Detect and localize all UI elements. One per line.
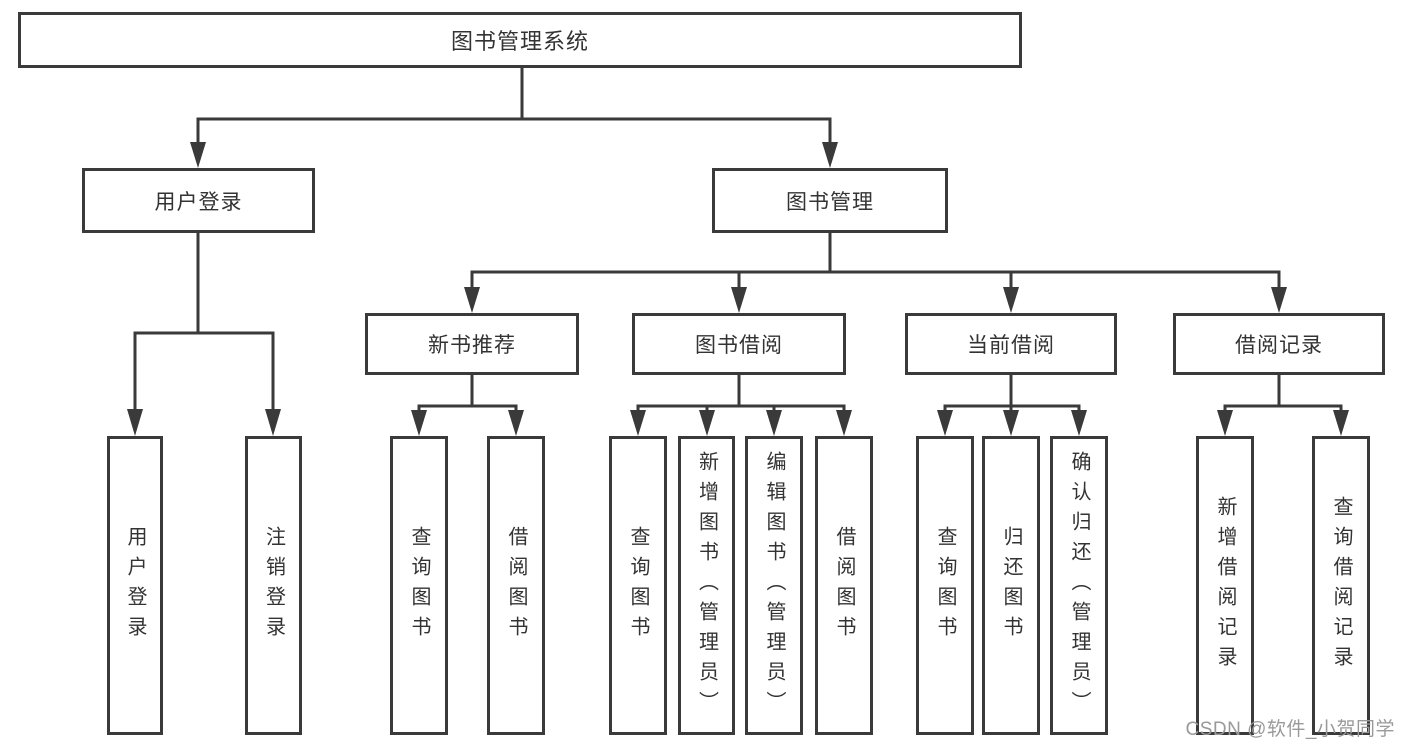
leaf-borrow-books-borrowing: 借阅图书 [815, 436, 873, 735]
leaf-user-login: 用户登录 [107, 436, 163, 735]
leaf-confirm-return-admin: 确认归还（管理员） [1050, 436, 1108, 735]
node-book-borrowing: 图书借阅 [632, 313, 846, 375]
node-new-book-recommend: 新书推荐 [365, 313, 579, 375]
leaf-logout: 注销登录 [245, 436, 302, 735]
leaf-edit-books-admin: 编辑图书（管理员） [745, 436, 803, 735]
leaf-query-books-borrowing: 查询图书 [609, 436, 667, 735]
leaf-query-borrow-record: 查询借阅记录 [1312, 436, 1370, 735]
leaf-add-borrow-record: 新增借阅记录 [1196, 436, 1254, 735]
edge-borrowing-records-to-leaves [1217, 373, 1349, 436]
node-borrowing-records: 借阅记录 [1173, 313, 1385, 375]
leaf-borrow-books-recommend: 借阅图书 [487, 436, 545, 735]
leaf-add-books-admin: 新增图书（管理员） [678, 436, 735, 735]
edge-new-book-recommend-to-leaves [411, 373, 524, 436]
node-library-management-system: 图书管理系统 [18, 12, 1022, 68]
node-user-login: 用户登录 [82, 168, 315, 233]
edge-user-login-to-leaves [127, 231, 281, 436]
leaf-query-books-current: 查询图书 [916, 436, 974, 735]
csdn-watermark: CSDN @软件_小贺同学 [1185, 719, 1395, 740]
node-current-borrowing: 当前借阅 [905, 313, 1117, 375]
node-book-management: 图书管理 [712, 168, 948, 233]
edge-current-borrowing-to-leaves [937, 373, 1087, 436]
edge-root-to-level2 [190, 66, 838, 168]
edge-book-borrowing-to-leaves [630, 373, 852, 436]
leaf-return-books: 归还图书 [982, 436, 1040, 735]
leaf-query-books-recommend: 查询图书 [390, 436, 448, 735]
edge-book-management-to-level3 [464, 231, 1287, 313]
